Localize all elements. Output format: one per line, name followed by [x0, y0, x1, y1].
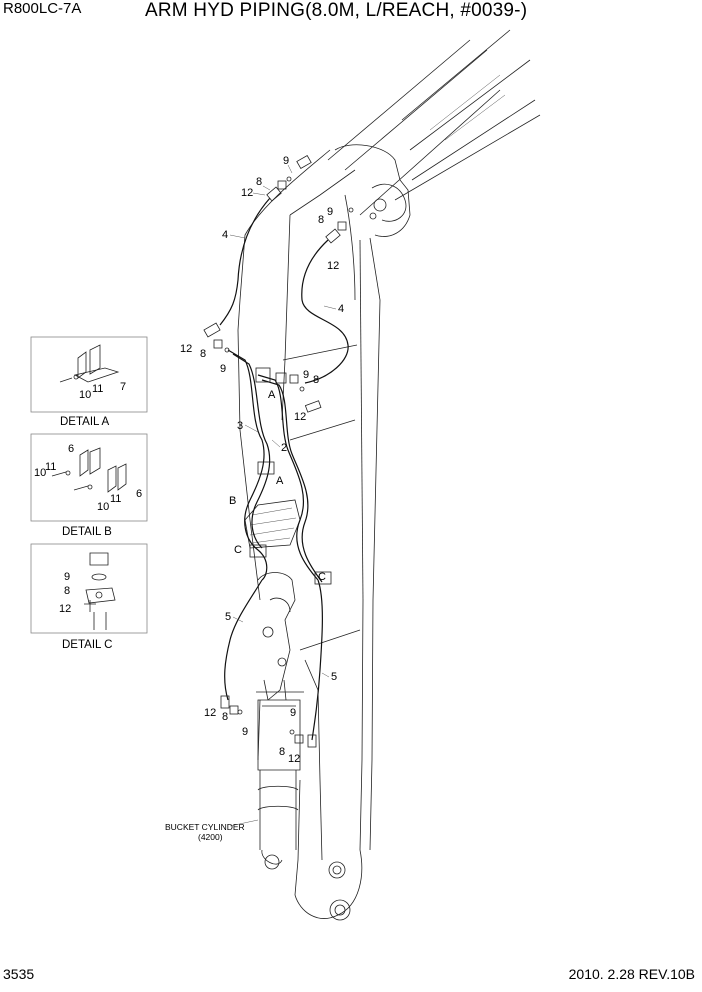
detail-a: 10 11 7 DETAIL A	[30, 336, 148, 428]
callouts-top-right: 8 9 12	[318, 206, 339, 272]
detail-b-caption: DETAIL B	[62, 526, 112, 538]
hose-5-right	[311, 579, 323, 741]
section-c-label: C	[318, 571, 326, 583]
hose-5-left	[224, 579, 263, 701]
callout: 8	[256, 176, 262, 188]
callout-pipe-3: 3	[237, 420, 243, 432]
fittings	[203, 154, 354, 748]
section-b-label: B	[229, 495, 236, 507]
callout: 8	[222, 711, 228, 723]
page-number: 3535	[3, 966, 35, 982]
section-a-label: A	[276, 475, 284, 487]
detail-a-part: 7	[120, 381, 126, 393]
section-a-label: A	[268, 389, 276, 401]
detail-b-part: 11	[45, 461, 56, 473]
detail-b-part: 10	[34, 467, 46, 479]
bucket-cylinder-label: BUCKET CYLINDER	[165, 822, 245, 832]
callouts-top-left: 9 8 12	[241, 155, 293, 199]
callout: 9	[242, 726, 248, 738]
callout-pipe-2: 2	[281, 442, 287, 454]
detail-a-caption: DETAIL A	[60, 416, 110, 428]
pipe-2	[257, 374, 319, 581]
hose-runs	[219, 197, 349, 741]
callout: 9	[290, 707, 296, 719]
detail-c-part: 12	[59, 603, 71, 615]
callout: 12	[288, 753, 300, 765]
detail-c-caption: DETAIL C	[62, 639, 112, 651]
detail-b-part: 6	[136, 488, 142, 500]
detail-b-part: 6	[68, 443, 74, 455]
date-revision: 2010. 2.28 REV.10B	[568, 966, 695, 982]
section-c-label: C	[234, 544, 242, 556]
callout: 9	[220, 363, 226, 375]
callout-hose-5-right: 5	[331, 671, 337, 683]
detail-b-part: 11	[110, 493, 121, 505]
detail-b: 6 10 11 10 11 6 DETAIL B	[30, 433, 148, 538]
callout: 8	[200, 348, 206, 360]
callout: 12	[241, 187, 253, 199]
detail-a-part: 11	[92, 383, 103, 395]
callouts-mid-right: 9 8 12	[294, 369, 319, 423]
detail-c-part: 8	[64, 585, 70, 597]
hose-4-right	[301, 239, 349, 384]
callout: 9	[303, 369, 309, 381]
callout: 12	[180, 343, 192, 355]
callout-hose-5-left: 5	[225, 611, 231, 623]
callout: 12	[327, 260, 339, 272]
callout: 9	[327, 206, 333, 218]
callouts-mid-left: 12 8 9	[180, 343, 226, 375]
detail-b-part: 10	[97, 501, 109, 513]
callout: 12	[294, 411, 306, 423]
model-number: R800LC-7A	[3, 0, 82, 17]
diagram-title: ARM HYD PIPING(8.0M, L/REACH, #0039-)	[145, 0, 528, 21]
callout: 8	[318, 214, 324, 226]
callout-hose-4-left: 4	[222, 229, 228, 241]
callout-hose-4-right: 4	[338, 303, 344, 315]
hose-4-left	[219, 197, 271, 326]
callouts-bottom-left: 12 8 9	[204, 707, 248, 738]
callouts-bottom-right: 9 8 12	[279, 707, 300, 765]
callout: 8	[279, 746, 285, 758]
bucket-cylinder-ref: (4200)	[198, 832, 223, 842]
callout: 12	[204, 707, 216, 719]
detail-c-part: 9	[64, 571, 70, 583]
callout: 8	[313, 374, 319, 386]
detail-a-part: 10	[79, 389, 91, 401]
callout: 9	[283, 155, 289, 167]
detail-c: 9 8 12 DETAIL C	[30, 543, 148, 651]
bucket-cylinder	[256, 679, 304, 870]
